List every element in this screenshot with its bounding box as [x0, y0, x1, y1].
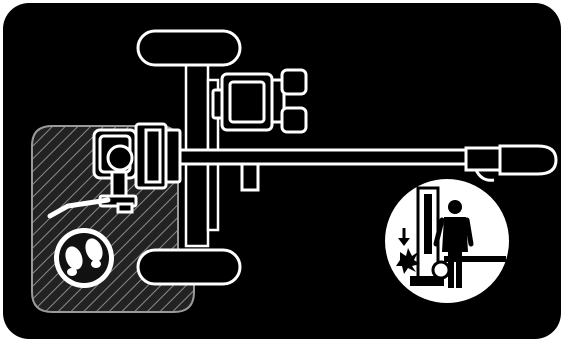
- tow-hitch: [464, 144, 558, 182]
- footprints-icon: [54, 228, 114, 288]
- crush-hazard-icon: [383, 177, 511, 305]
- valve-assembly: [92, 122, 182, 190]
- control-lever: [47, 170, 138, 219]
- bottom-wheel: [136, 248, 242, 286]
- top-wheel: [136, 29, 242, 67]
- engine: [211, 68, 308, 134]
